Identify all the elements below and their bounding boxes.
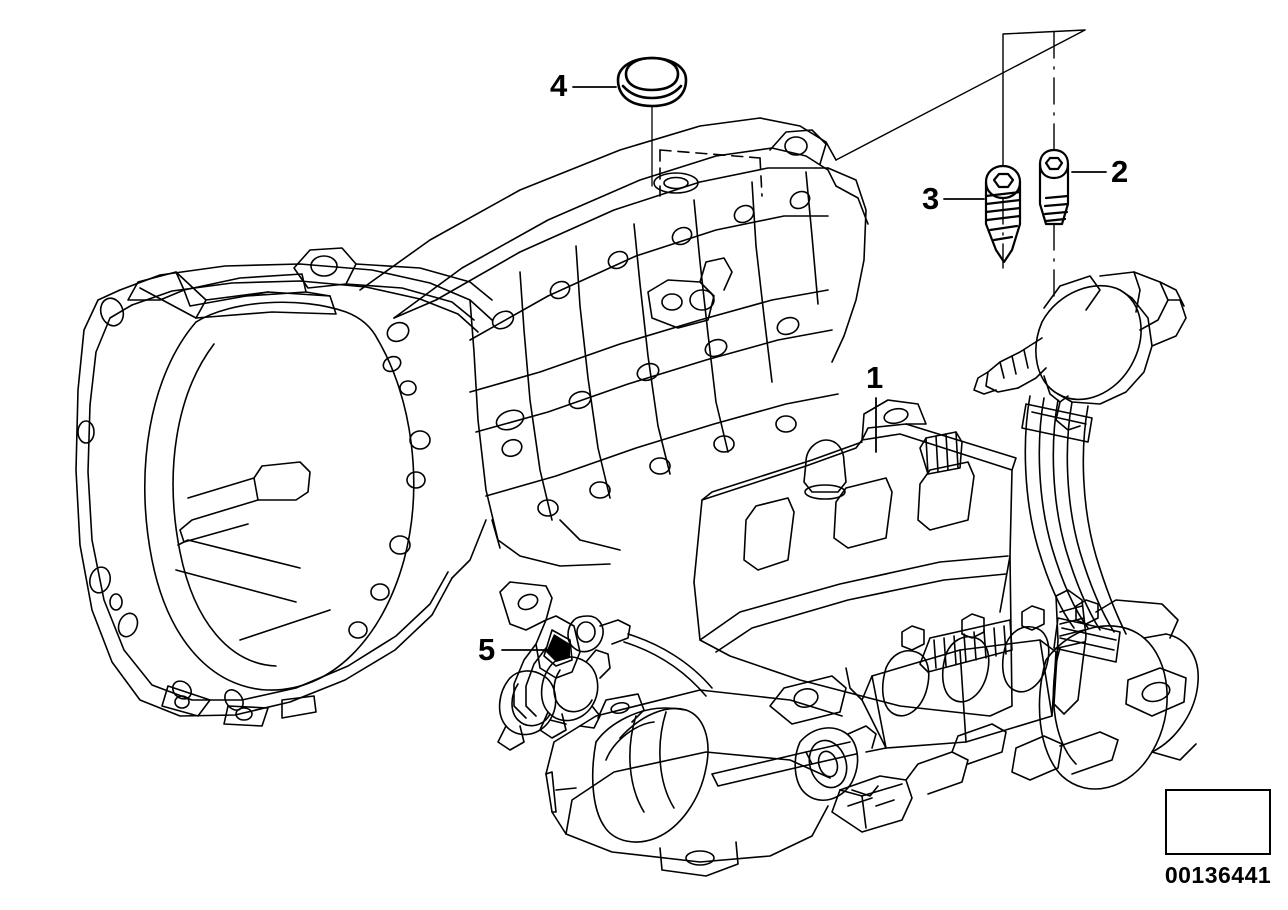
sensor-eyelet-wire: [567, 615, 713, 697]
hose-line-bracket-clip: [497, 581, 611, 751]
diagram-id-icon-box: [1165, 789, 1271, 855]
assembly-centerlines: [835, 29, 1086, 301]
clutch-slave-cylinder: [973, 271, 1187, 431]
callout-2[interactable]: 2: [1111, 154, 1128, 189]
hydraulic-actuator-unit: [545, 399, 1199, 877]
callout-1[interactable]: 1: [866, 360, 883, 395]
callout-leaders: [501, 86, 1107, 651]
callout-3[interactable]: 3: [922, 181, 939, 216]
hydraulic-lines: [1021, 395, 1127, 663]
callout-5[interactable]: 5: [478, 632, 495, 667]
diagram-id-number: 00136441: [1164, 862, 1272, 888]
bell-housing: [75, 247, 493, 727]
callout-4[interactable]: 4: [550, 68, 567, 103]
sealing-plug-cap: [616, 56, 688, 108]
gearbox-case: [359, 117, 869, 579]
